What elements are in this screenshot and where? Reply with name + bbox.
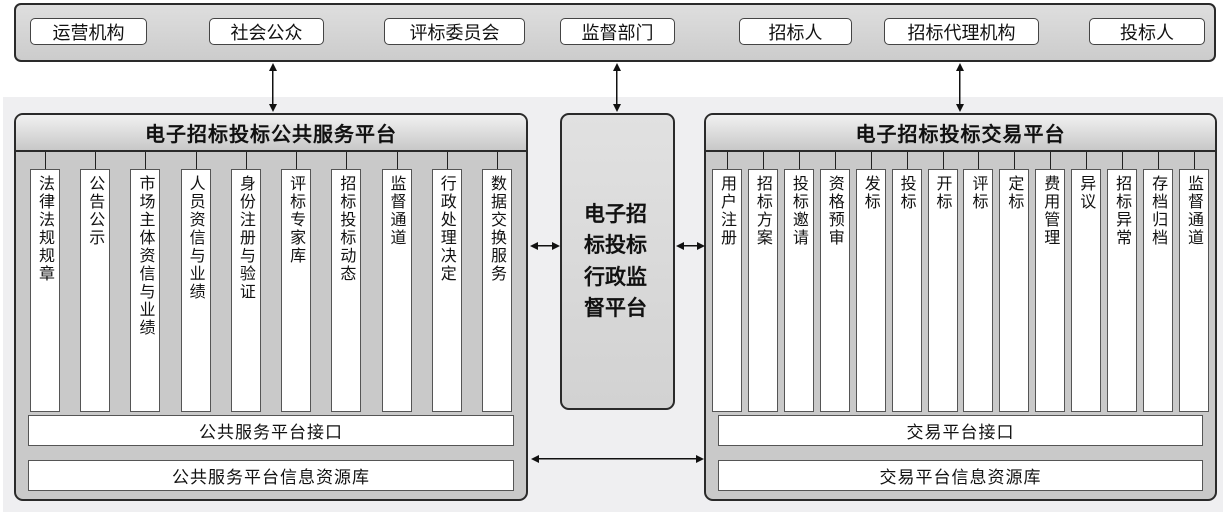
administrative-supervision-platform-box: 电子招标投标行政监督平台 — [560, 113, 675, 410]
module-bidding-news: 招标投标动态 — [331, 152, 362, 412]
actor-tenderer: 招标人 — [739, 18, 852, 45]
public-service-platform-panel: 电子招标投标公共服务平台 法律法规规章 公告公示 市场主体资信与业绩 人员资信与… — [14, 113, 528, 501]
service-platform-resource-bar: 公共服务平台信息资源库 — [28, 460, 514, 491]
module-user-registration: 用户注册 — [712, 152, 742, 412]
actor-tender-agency: 招标代理机构 — [884, 18, 1039, 45]
double-arrow-service-to-trading — [531, 454, 704, 463]
module-prequalification: 资格预审 — [819, 152, 850, 412]
trading-platform-title: 电子招标投标交易平台 — [706, 115, 1215, 152]
module-objections: 异议 — [1071, 152, 1102, 412]
module-submit-bid: 投标 — [891, 152, 922, 412]
module-bid-invitation: 投标邀请 — [783, 152, 814, 412]
module-personnel-credit: 人员资信与业绩 — [180, 152, 211, 412]
trading-platform-resource-bar: 交易平台信息资源库 — [718, 460, 1203, 491]
module-data-exchange: 数据交换服务 — [481, 152, 512, 412]
double-arrow-agency-to-trading-platform — [955, 63, 964, 112]
service-platform-interface-bar: 公共服务平台接口 — [28, 415, 514, 446]
module-bid-award: 定标 — [999, 152, 1030, 412]
actor-public: 社会公众 — [209, 18, 324, 45]
module-archiving: 存档归档 — [1143, 152, 1174, 412]
public-service-platform-title: 电子招标投标公共服务平台 — [16, 115, 526, 152]
module-announcements: 公告公示 — [80, 152, 111, 412]
module-issue-tender: 发标 — [855, 152, 886, 412]
public-service-modules: 法律法规规章 公告公示 市场主体资信与业绩 人员资信与业绩 身份注册与验证 评标… — [16, 152, 526, 412]
administrative-supervision-platform-title: 电子招标投标行政监督平台 — [584, 201, 647, 321]
module-bid-opening: 开标 — [927, 152, 958, 412]
actor-bidder: 投标人 — [1089, 18, 1205, 45]
actors-bar: 运营机构 社会公众 评标委员会 监督部门 招标人 招标代理机构 投标人 — [14, 3, 1216, 62]
module-expert-database: 评标专家库 — [281, 152, 312, 412]
module-tender-plan: 招标方案 — [747, 152, 778, 412]
double-arrow-service-to-supervision — [530, 241, 560, 250]
module-identity-registration: 身份注册与验证 — [230, 152, 261, 412]
trading-modules: 用户注册 招标方案 投标邀请 资格预审 发标 投标 开标 评标 定标 费用管理 … — [706, 152, 1215, 412]
actor-evaluation-committee: 评标委员会 — [384, 18, 525, 45]
module-supervision-channel-left: 监督通道 — [381, 152, 412, 412]
module-market-entity-credit: 市场主体资信与业绩 — [130, 152, 161, 412]
module-administrative-decisions: 行政处理决定 — [431, 152, 462, 412]
double-arrow-supervision-dept-to-supervision-platform — [612, 63, 621, 112]
module-bid-evaluation: 评标 — [963, 152, 994, 412]
module-tender-anomalies: 招标异常 — [1107, 152, 1138, 412]
double-arrow-supervision-to-trading — [676, 241, 705, 250]
trading-platform-panel: 电子招标投标交易平台 用户注册 招标方案 投标邀请 资格预审 发标 投标 开标 … — [704, 113, 1217, 501]
double-arrow-public-to-service-platform — [268, 63, 277, 112]
trading-platform-interface-bar: 交易平台接口 — [718, 415, 1203, 446]
module-fee-management: 费用管理 — [1035, 152, 1066, 412]
module-laws-regulations: 法律法规规章 — [30, 152, 60, 412]
actor-supervision-department: 监督部门 — [560, 18, 675, 45]
actor-operating-agency: 运营机构 — [30, 18, 147, 45]
module-supervision-channel-right: 监督通道 — [1178, 152, 1209, 412]
